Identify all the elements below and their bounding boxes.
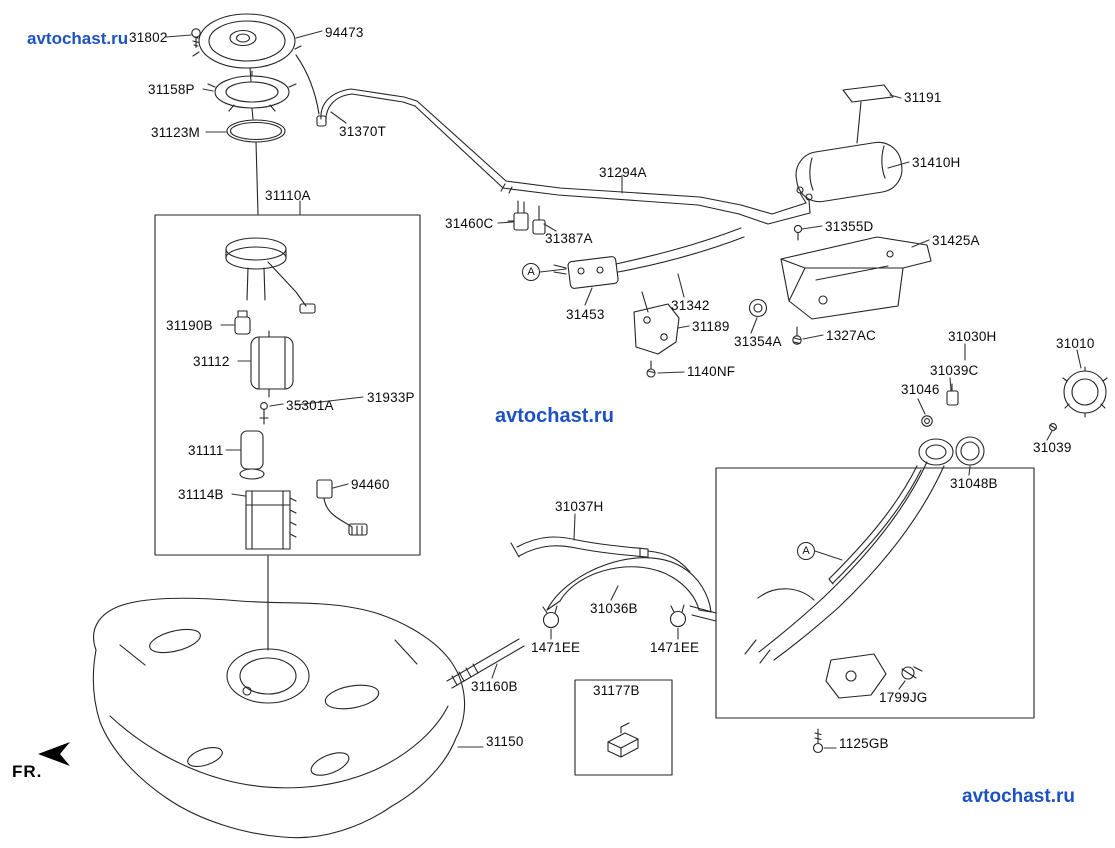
part-label-31039: 31039 bbox=[1033, 440, 1072, 455]
bolt-31355D bbox=[793, 224, 803, 241]
part-label-94473: 94473 bbox=[325, 25, 364, 40]
part-label-31933P: 31933P bbox=[367, 390, 415, 405]
part-label-1140NF: 1140NF bbox=[687, 364, 736, 379]
watermark-bottom-right: avtochast.ru bbox=[962, 786, 1075, 807]
part-label-31158P: 31158P bbox=[148, 82, 195, 97]
gasket-31048B bbox=[955, 436, 985, 466]
hose-31037H bbox=[510, 536, 691, 573]
part-label-31453: 31453 bbox=[566, 307, 605, 322]
hose-31036B bbox=[546, 557, 712, 613]
part-label-31111: 31111 bbox=[188, 443, 224, 458]
watermark-top-left: avtochast.ru bbox=[27, 29, 129, 48]
part-label-31355D: 31355D bbox=[825, 219, 874, 234]
leader-lines bbox=[165, 30, 1082, 749]
part-label-31150: 31150 bbox=[486, 734, 524, 749]
part-label-31191: 31191 bbox=[904, 90, 942, 105]
part-label-31114B: 31114B bbox=[178, 487, 224, 502]
grommet-31354A bbox=[748, 298, 768, 318]
part-label-31160B: 31160B bbox=[471, 679, 518, 694]
part-label-31354A: 31354A bbox=[734, 334, 782, 349]
module-box-31110A bbox=[154, 214, 421, 556]
part-label-1125GB: 1125GB bbox=[839, 736, 889, 751]
callout-marker-a-2: A bbox=[797, 542, 815, 560]
front-direction-arrow bbox=[38, 742, 70, 766]
part-label-31425A: 31425A bbox=[932, 233, 980, 248]
part-label-94460: 94460 bbox=[351, 477, 390, 492]
fuel-pump-plate bbox=[192, 13, 302, 69]
part-label-31039C: 31039C bbox=[930, 363, 979, 378]
part-label-31037H: 31037H bbox=[555, 499, 604, 514]
part-label-1471EE-left: 1471EE bbox=[531, 640, 581, 655]
fuel-cap-31010 bbox=[1062, 366, 1108, 418]
screw-31039 bbox=[1049, 423, 1057, 431]
filler-neck-31030H bbox=[744, 438, 954, 664]
part-label-31294A: 31294A bbox=[599, 165, 647, 180]
pump-module-head bbox=[225, 237, 316, 314]
hose-into-box-line bbox=[689, 605, 717, 622]
part-label-31112: 31112 bbox=[193, 354, 230, 369]
part-label-31123M: 31123M bbox=[151, 125, 200, 140]
valve-35301A bbox=[259, 402, 269, 425]
tube-31160B bbox=[446, 638, 525, 689]
bolt-31802 bbox=[191, 28, 201, 49]
canister-31410H bbox=[795, 141, 903, 214]
part-label-31342: 31342 bbox=[671, 298, 710, 313]
part-label-31010: 31010 bbox=[1056, 336, 1095, 351]
part-label-31189: 31189 bbox=[692, 319, 730, 334]
clip-31460C bbox=[507, 200, 529, 231]
part-label-31046: 31046 bbox=[901, 382, 940, 397]
part-label-31030H: 31030H bbox=[948, 329, 997, 344]
bolt-1140NF bbox=[646, 360, 656, 378]
lock-ring-31158P bbox=[207, 70, 297, 112]
part-label-35301A: 35301A bbox=[286, 398, 334, 413]
protector-31425A bbox=[780, 236, 932, 320]
regulator-31190B bbox=[234, 310, 251, 335]
part-label-31802: 31802 bbox=[129, 30, 168, 45]
bracket-and-clamp-1799JG bbox=[825, 653, 923, 699]
pump-31111 bbox=[239, 430, 265, 480]
clip-box-31177B bbox=[574, 679, 673, 776]
clip-31387A bbox=[532, 205, 546, 235]
part-label-31460C: 31460C bbox=[445, 216, 494, 231]
part-label-31370T: 31370T bbox=[339, 124, 386, 139]
part-label-1799JG: 1799JG bbox=[879, 690, 928, 705]
part-label-31177B: 31177B bbox=[593, 683, 640, 698]
part-label-1471EE-right: 1471EE bbox=[650, 640, 700, 655]
clamp-1471EE-right bbox=[669, 604, 687, 628]
part-label-31387A: 31387A bbox=[545, 231, 593, 246]
ring-31046 bbox=[921, 415, 933, 427]
part-label-31036B: 31036B bbox=[590, 601, 638, 616]
clip-31039C bbox=[946, 383, 959, 406]
bolt-1125GB bbox=[812, 728, 824, 754]
part-label-31410H: 31410H bbox=[912, 155, 961, 170]
clamp-1471EE-left bbox=[542, 605, 560, 629]
filler-neck-box bbox=[715, 467, 1035, 719]
wiring-94460 bbox=[316, 479, 368, 536]
bolt-1327AC bbox=[792, 326, 802, 345]
assembly-axis-line bbox=[249, 67, 259, 215]
part-label-31048B: 31048B bbox=[950, 476, 998, 491]
part-label-31110A: 31110A bbox=[265, 188, 311, 203]
o-ring-31123M bbox=[226, 119, 286, 143]
reservoir-31114B bbox=[245, 490, 297, 550]
front-direction-label: FR. bbox=[12, 762, 43, 781]
fuel-tank-31150 bbox=[92, 597, 466, 839]
pad-31191 bbox=[842, 84, 894, 144]
fuel-lines-31294A bbox=[414, 100, 811, 225]
filter-31112 bbox=[250, 330, 294, 398]
callout-marker-a-1: A bbox=[522, 263, 540, 281]
part-label-1327AC: 1327AC bbox=[826, 328, 876, 343]
connector-31453 bbox=[553, 227, 745, 289]
part-label-31190B: 31190B bbox=[166, 318, 213, 333]
watermark-center: avtochast.ru bbox=[495, 405, 614, 427]
tube-31370T bbox=[295, 54, 418, 127]
bracket-31189 bbox=[633, 291, 680, 355]
